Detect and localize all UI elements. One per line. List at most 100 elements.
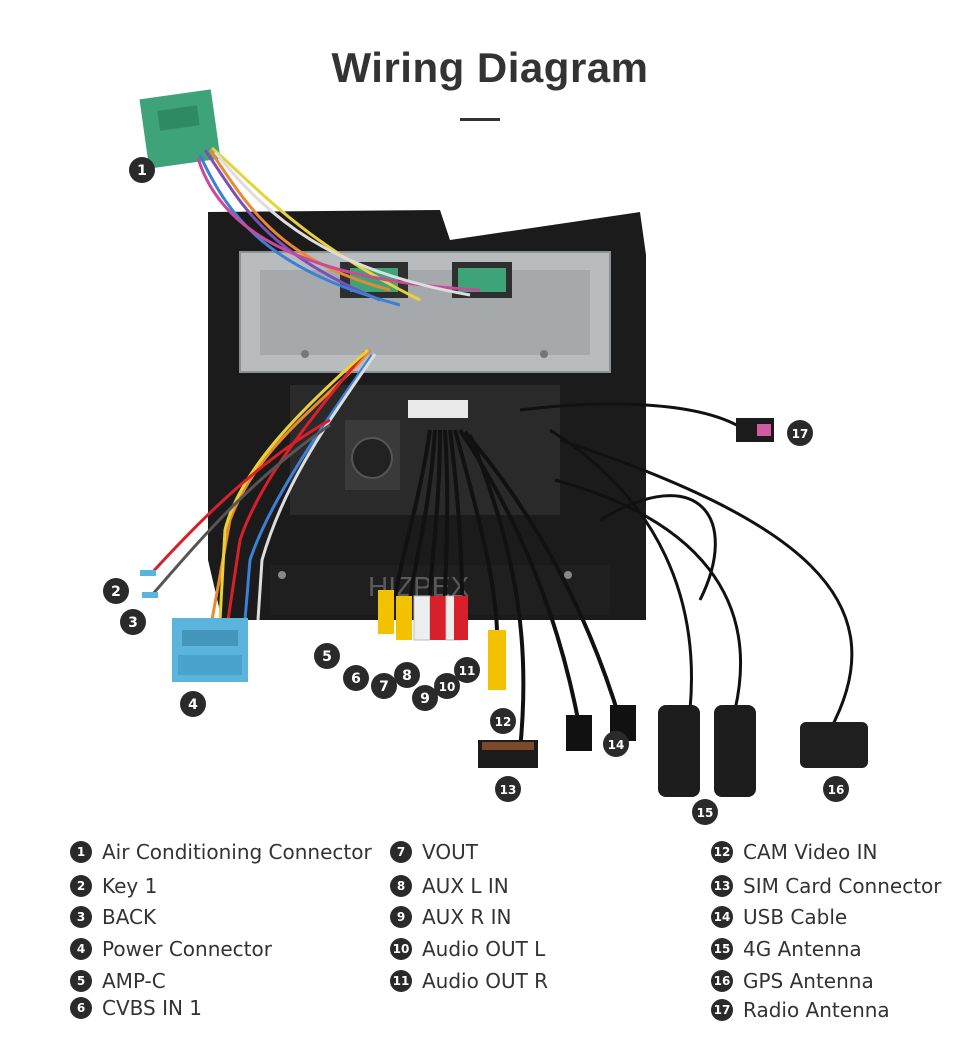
usb-plug-a: [566, 715, 592, 751]
callout-13: 13: [495, 776, 521, 802]
callout-4: 4: [180, 691, 206, 717]
callout-9: 9: [412, 685, 438, 711]
back-wire-tip: [142, 592, 158, 598]
legend-label: Audio OUT L: [422, 937, 546, 961]
air-conditioning-connector: [139, 89, 221, 169]
legend-item-7: 7 VOUT: [390, 840, 478, 864]
legend-number: 7: [390, 841, 412, 863]
legend-item-5: 5 AMP-C: [70, 969, 166, 993]
callout-2: 2: [103, 578, 129, 604]
title-underline: [460, 118, 500, 121]
svg-text:6: 6: [351, 671, 361, 687]
legend-label: Key 1: [102, 874, 158, 898]
legend-number: 3: [70, 906, 92, 928]
legend-number: 4: [70, 938, 92, 960]
legend-item-14: 14 USB Cable: [711, 905, 847, 929]
head-unit-illustration: HIZPEX: [103, 89, 868, 825]
callout-6: 6: [343, 665, 369, 691]
legend-label: Audio OUT R: [422, 969, 549, 993]
callout-17: 17: [787, 420, 813, 446]
svg-text:10: 10: [439, 680, 456, 694]
head-unit-body: HIZPEX: [208, 210, 646, 620]
legend-number: 9: [390, 906, 412, 928]
rca-plugs: [378, 590, 506, 690]
svg-text:1: 1: [137, 163, 147, 179]
svg-text:15: 15: [697, 806, 714, 820]
legend-number: 16: [711, 970, 733, 992]
callout-1: 1: [129, 157, 155, 183]
svg-text:14: 14: [608, 738, 625, 752]
legend-label: Air Conditioning Connector: [102, 840, 372, 864]
svg-text:2: 2: [111, 584, 121, 600]
callout-8: 8: [394, 662, 420, 688]
svg-text:8: 8: [402, 668, 412, 684]
usb-cable-bundle: [458, 428, 622, 751]
legend-item-9: 9 AUX R IN: [390, 905, 512, 929]
legend-number: 1: [70, 841, 92, 863]
callout-7: 7: [371, 673, 397, 699]
callout-15: 15: [692, 799, 718, 825]
callout-11: 11: [454, 657, 480, 683]
legend-label: USB Cable: [743, 905, 848, 929]
legend-item-3: 3 BACK: [70, 905, 156, 929]
callout-14: 14: [603, 731, 629, 757]
main-harness-socket: [408, 400, 468, 418]
callout-12: 12: [490, 708, 516, 734]
callout-3: 3: [120, 609, 146, 635]
legend-number: 13: [711, 875, 733, 897]
legend-label: GPS Antenna: [743, 969, 874, 993]
legend-item-15: 15 4G Antenna: [711, 937, 862, 961]
legend-label: Power Connector: [102, 937, 272, 961]
callout-16: 16: [823, 776, 849, 802]
legend-number: 12: [711, 841, 733, 863]
power-connector: [172, 618, 248, 682]
ac-wire-bundle: [196, 146, 481, 307]
callout-5: 5: [314, 643, 340, 669]
svg-text:7: 7: [379, 679, 389, 695]
antenna-cables: [519, 402, 854, 731]
legend-number: 10: [390, 938, 412, 960]
legend-number: 15: [711, 938, 733, 960]
legend-label: AUX L IN: [422, 874, 509, 898]
legend-number: 14: [711, 906, 733, 928]
legend-number: 17: [711, 999, 733, 1021]
legend-item-1: 1 Air Conditioning Connector: [70, 840, 372, 864]
legend-label: Radio Antenna: [743, 998, 890, 1022]
svg-text:3: 3: [128, 615, 138, 631]
legend-label: VOUT: [422, 840, 478, 864]
svg-text:11: 11: [459, 664, 476, 678]
legend-label: CVBS IN 1: [102, 996, 203, 1020]
legend-number: 2: [70, 875, 92, 897]
legend-item-10: 10 Audio OUT L: [390, 937, 545, 961]
legend-item-12: 12 CAM Video IN: [711, 840, 878, 864]
legend-item-4: 4 Power Connector: [70, 937, 272, 961]
svg-text:4: 4: [188, 697, 198, 713]
svg-text:17: 17: [792, 427, 809, 441]
legend-label: BACK: [102, 905, 157, 929]
legend-item-16: 16 GPS Antenna: [711, 969, 874, 993]
gps-antenna: [800, 722, 868, 768]
svg-text:12: 12: [495, 715, 512, 729]
cam-video-plug: [488, 630, 506, 690]
legend-item-11: 11 Audio OUT R: [390, 969, 548, 993]
legend-number: 5: [70, 970, 92, 992]
legend-label: AMP-C: [102, 969, 166, 993]
callout-10: 10: [434, 673, 460, 699]
legend-label: CAM Video IN: [743, 840, 878, 864]
power-wire-bundle: [148, 348, 377, 621]
key1-wire-tip: [140, 570, 156, 576]
rca-cable-bundle: [393, 429, 499, 631]
legend-item-17: 17 Radio Antenna: [711, 998, 890, 1022]
4g-antenna-right: [714, 705, 756, 797]
svg-text:5: 5: [322, 649, 332, 665]
svg-text:16: 16: [828, 783, 845, 797]
legend-label: AUX R IN: [422, 905, 512, 929]
legend-number: 6: [70, 997, 92, 1019]
legend-item-2: 2 Key 1: [70, 874, 157, 898]
legend-label: 4G Antenna: [743, 937, 862, 961]
legend-number: 11: [390, 970, 412, 992]
legend-item-6: 6 CVBS IN 1: [70, 996, 202, 1020]
svg-text:9: 9: [420, 691, 430, 707]
